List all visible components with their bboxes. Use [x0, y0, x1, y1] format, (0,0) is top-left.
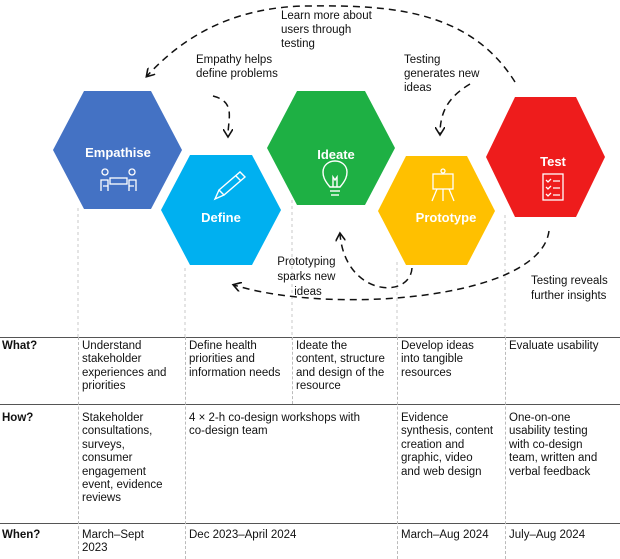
stage-define: Define [161, 155, 281, 265]
arrow-empathise-to-define [212, 95, 229, 136]
hexagon-empathise [53, 91, 182, 209]
table-divider [0, 523, 620, 524]
note-empathy-helps: Empathy helps define problems [196, 54, 278, 80]
row-label-what: What? [2, 340, 38, 352]
meeting-icon [100, 168, 137, 191]
when-test: July–Aug 2024 [509, 529, 586, 541]
row-label-when: When? [2, 529, 41, 541]
note-testing-generates: Testing generates new ideas [404, 54, 483, 94]
note-learn-more: Learn more about users through testing [281, 10, 375, 50]
stage-label-empathise: Empathise [85, 145, 151, 160]
table-divider [0, 404, 620, 405]
hexagon-test [486, 97, 605, 217]
note-prototyping-sparks: Prototyping sparks new ideas [277, 256, 338, 298]
stage-label-test: Test [540, 154, 566, 169]
guide-lines [77, 200, 506, 340]
stage-ideate: Ideate [267, 91, 395, 205]
stage-empathise: Empathise [53, 91, 182, 209]
flow-arrows [147, 5, 550, 301]
note-testing-reveals: Testing reveals further insights [531, 275, 611, 302]
design-thinking-diagram: Empathise Define Ideate Prototype [53, 5, 611, 340]
stage-test: Test [486, 97, 605, 217]
table-divider [0, 337, 620, 338]
lightbulb-icon [322, 160, 348, 196]
arrow-test-to-define [234, 230, 550, 301]
easel-icon [431, 168, 455, 202]
checklist-icon [542, 173, 564, 201]
stage-label-prototype: Prototype [416, 210, 477, 225]
arrow-test-to-empathise [147, 5, 516, 83]
pencil-icon [213, 171, 247, 201]
stage-label-ideate: Ideate [317, 147, 355, 162]
arrow-test-to-ideate [440, 83, 471, 134]
stage-label-define: Define [201, 210, 241, 225]
what-test: Evaluate usability [509, 340, 599, 352]
when-define-ideate: Dec 2023–April 2024 [189, 529, 297, 541]
hexagon-define [161, 155, 281, 265]
hexagon-prototype [378, 156, 495, 265]
row-label-how: How? [2, 412, 34, 424]
hexagon-ideate [267, 91, 395, 205]
when-prototype: March–Aug 2024 [401, 529, 489, 541]
stage-prototype: Prototype [378, 156, 495, 265]
